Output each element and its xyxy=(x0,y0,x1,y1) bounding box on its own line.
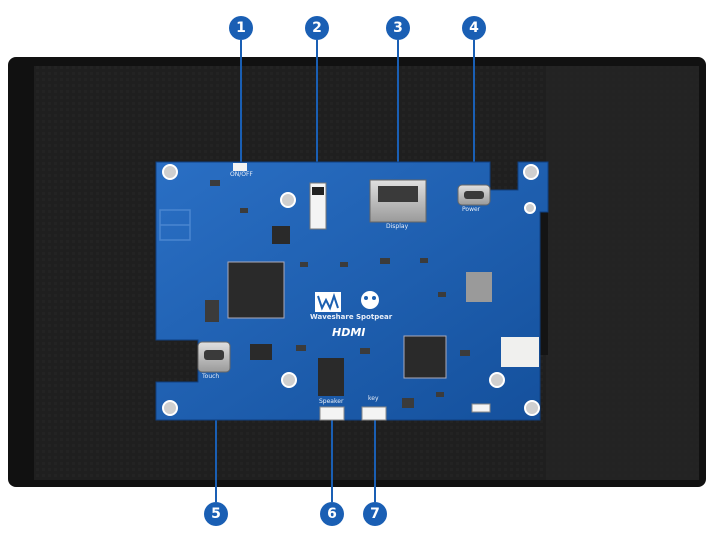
onoff-label: ON/OFF xyxy=(230,171,253,178)
smd-components xyxy=(205,180,470,408)
display-label: Display xyxy=(386,223,409,230)
display-shadow-strip xyxy=(546,66,699,480)
key-label: key xyxy=(368,395,379,402)
small-chip-icon-2 xyxy=(250,344,272,360)
small-connector xyxy=(471,403,491,413)
touch-usb-c-port-opening xyxy=(204,350,224,360)
main-chip-icon xyxy=(227,261,285,319)
audio-chip-icon xyxy=(318,358,344,396)
key-connector xyxy=(361,406,387,421)
callout-6: 6 xyxy=(320,502,344,526)
power-usb-c-port-opening xyxy=(464,191,484,199)
hdmi-chip-icon xyxy=(403,335,447,379)
hdmi-logo: HDMI xyxy=(332,326,366,339)
callout-2: 2 xyxy=(305,16,329,40)
hdmi-port-opening xyxy=(378,186,418,202)
callout-5: 5 xyxy=(204,502,228,526)
regulator-icon xyxy=(466,272,492,302)
callout-4: 4 xyxy=(462,16,486,40)
touch-label: Touch xyxy=(202,373,220,380)
antenna-trace xyxy=(159,209,191,241)
small-chip-icon xyxy=(272,226,290,244)
mounting-hole-icons xyxy=(162,164,540,416)
speaker-label: Speaker xyxy=(319,398,344,405)
power-label: Power xyxy=(462,206,481,213)
speaker-connector xyxy=(319,406,345,421)
brand-waveshare: Waveshare xyxy=(310,313,354,321)
white-button-icon xyxy=(501,337,539,367)
callout-leaders xyxy=(215,40,475,502)
callout-1: 1 xyxy=(229,16,253,40)
brand-spotpear: Spotpear xyxy=(356,313,393,321)
brand-logo xyxy=(315,291,379,312)
ffc-connector-latch xyxy=(312,187,324,195)
callout-7: 7 xyxy=(363,502,387,526)
callout-3: 3 xyxy=(386,16,410,40)
onoff-switch xyxy=(233,163,247,171)
